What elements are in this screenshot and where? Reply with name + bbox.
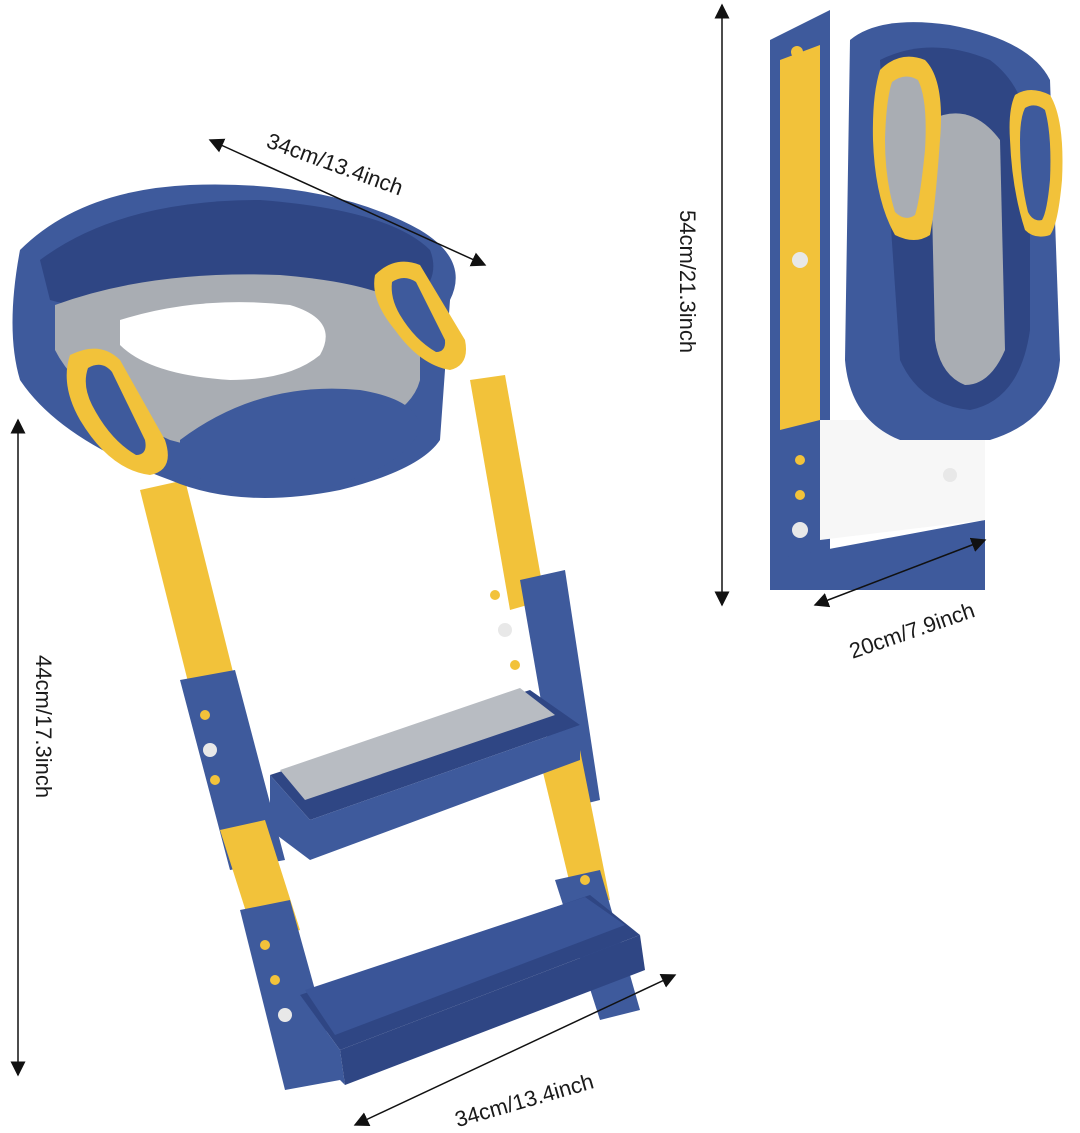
- dimension-arrows: [10, 3, 987, 1127]
- folded-potty-ladder: [770, 10, 1063, 590]
- upper-step: [270, 688, 580, 860]
- folded-handle-front: [872, 56, 941, 241]
- potty-seat: [12, 184, 456, 498]
- seat-handle-left: [66, 348, 168, 475]
- unfolded-potty-ladder: [12, 184, 645, 1090]
- rail-adjust-holes: [200, 590, 590, 1022]
- unfolded-height-label: 44cm/17.3inch: [31, 655, 56, 799]
- seat-handle-right: [374, 261, 466, 370]
- folded-handle-back: [1009, 90, 1063, 237]
- folded-depth-arrow: [813, 537, 987, 608]
- step-width-arrow: [353, 973, 677, 1127]
- seat-width-arrow: [208, 138, 487, 267]
- folded-rail-holes: [791, 46, 957, 538]
- folded-height-label: 54cm/21.3inch: [675, 210, 700, 354]
